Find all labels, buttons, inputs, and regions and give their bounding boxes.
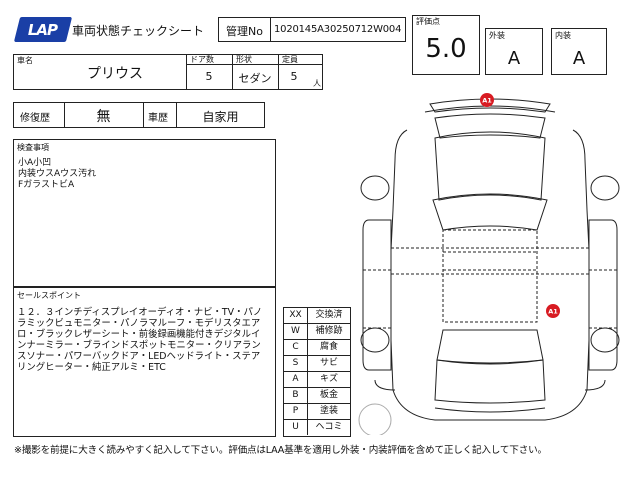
divider: [64, 102, 65, 128]
inspection-label: 検査事項: [17, 143, 49, 152]
doors-label: ドア数: [190, 55, 214, 64]
legend-code: A: [284, 372, 308, 387]
interior-value: A: [572, 48, 586, 69]
divider: [186, 54, 187, 90]
repair-history-label: 修復歴: [20, 113, 50, 124]
shape-label: 形状: [236, 55, 252, 64]
legend-desc: サビ: [319, 358, 338, 368]
damage-legend-table: XX 交換済 W 補修跡 C 腐食 S サビ A キズ B 板金 P 塗装 U ヘコミ: [283, 307, 351, 437]
damage-mark: A1: [546, 304, 560, 318]
sales-points-box: [13, 287, 276, 437]
sales-points-label: セールスポイント: [17, 291, 81, 300]
inspection-line: 内装ウスAウス汚れ: [18, 169, 97, 179]
footer-note: ※撮影を前提に大きく読みやすく記入して下さい。評価点はLAA基準を適用し外装・内…: [14, 445, 547, 456]
car-outline: [360, 98, 620, 421]
interior-box: [551, 28, 607, 75]
logo-text: LAP: [28, 20, 58, 39]
legend-code: U: [284, 420, 308, 435]
divider: [278, 54, 279, 90]
vehicle-name-label: 車名: [17, 56, 33, 65]
management-number: 1020145A30250712W004: [274, 24, 402, 35]
divider: [143, 102, 144, 128]
legend-code: P: [284, 404, 308, 419]
sales-points-text: １２．３インチディスプレイオーディオ・ナビ・TV・パノラミックビュモニター・パノ…: [17, 307, 263, 373]
divider: [186, 64, 323, 65]
legend-desc: キズ: [319, 374, 338, 384]
legend-desc: ヘコミ: [315, 422, 343, 432]
legend-code: XX: [284, 308, 308, 323]
vehicle-type-label: 車歴: [148, 113, 168, 124]
shape-value: セダン: [238, 72, 272, 85]
legend-row: W 補修跡: [284, 323, 350, 339]
divider: [232, 54, 233, 90]
legend-code: S: [284, 356, 308, 371]
legend-desc: 腐食: [319, 342, 338, 352]
legend-row: S サビ: [284, 355, 350, 371]
legend-desc: 補修跡: [315, 326, 343, 336]
inspection-line: 小A小凹: [18, 158, 52, 168]
score-label: 評価点: [416, 17, 440, 26]
exterior-label: 外装: [489, 31, 505, 40]
legend-row: A キズ: [284, 371, 350, 387]
legend-row: B 板金: [284, 387, 350, 403]
history-box: [13, 102, 265, 128]
management-divider: [270, 17, 271, 42]
legend-code: W: [284, 324, 308, 339]
sheet-title: 車両状態チェックシート: [72, 24, 205, 38]
legend-desc: 交換済: [315, 310, 343, 320]
lap-logo: LAP: [13, 17, 73, 42]
car-damage-diagram: A1 A1: [358, 93, 620, 435]
management-label: 管理No: [226, 25, 263, 38]
divider: [176, 102, 177, 128]
damage-mark-label: A1: [482, 97, 492, 105]
legend-code: C: [284, 340, 308, 355]
inspection-box: [13, 139, 276, 287]
inspection-line: FガラストビA: [18, 180, 75, 190]
capacity-label: 定員: [282, 55, 298, 64]
management-number-box: [218, 17, 406, 42]
legend-code: B: [284, 388, 308, 403]
interior-label: 内装: [555, 31, 571, 40]
exterior-box: [485, 28, 543, 75]
score-box: [412, 15, 480, 75]
repair-history-value: 無: [96, 109, 111, 125]
score-value: 5.0: [425, 34, 467, 64]
legend-desc: 板金: [319, 390, 338, 400]
legend-row: C 腐食: [284, 339, 350, 355]
capacity-unit: 人: [313, 79, 321, 88]
capacity-value: 5: [290, 70, 298, 83]
spare-tire-circle: [358, 403, 392, 435]
vehicle-info-box: [13, 54, 323, 90]
damage-mark-label: A1: [548, 308, 558, 316]
legend-row: XX 交換済: [284, 307, 350, 323]
legend-row: U ヘコミ: [284, 419, 350, 435]
vehicle-type-value: 自家用: [202, 110, 239, 124]
vehicle-name: プリウス: [87, 66, 143, 82]
exterior-value: A: [507, 48, 521, 69]
damage-mark: A1: [480, 93, 494, 107]
doors-value: 5: [205, 70, 213, 83]
legend-desc: 塗装: [319, 406, 338, 416]
legend-row: P 塗装: [284, 403, 350, 419]
